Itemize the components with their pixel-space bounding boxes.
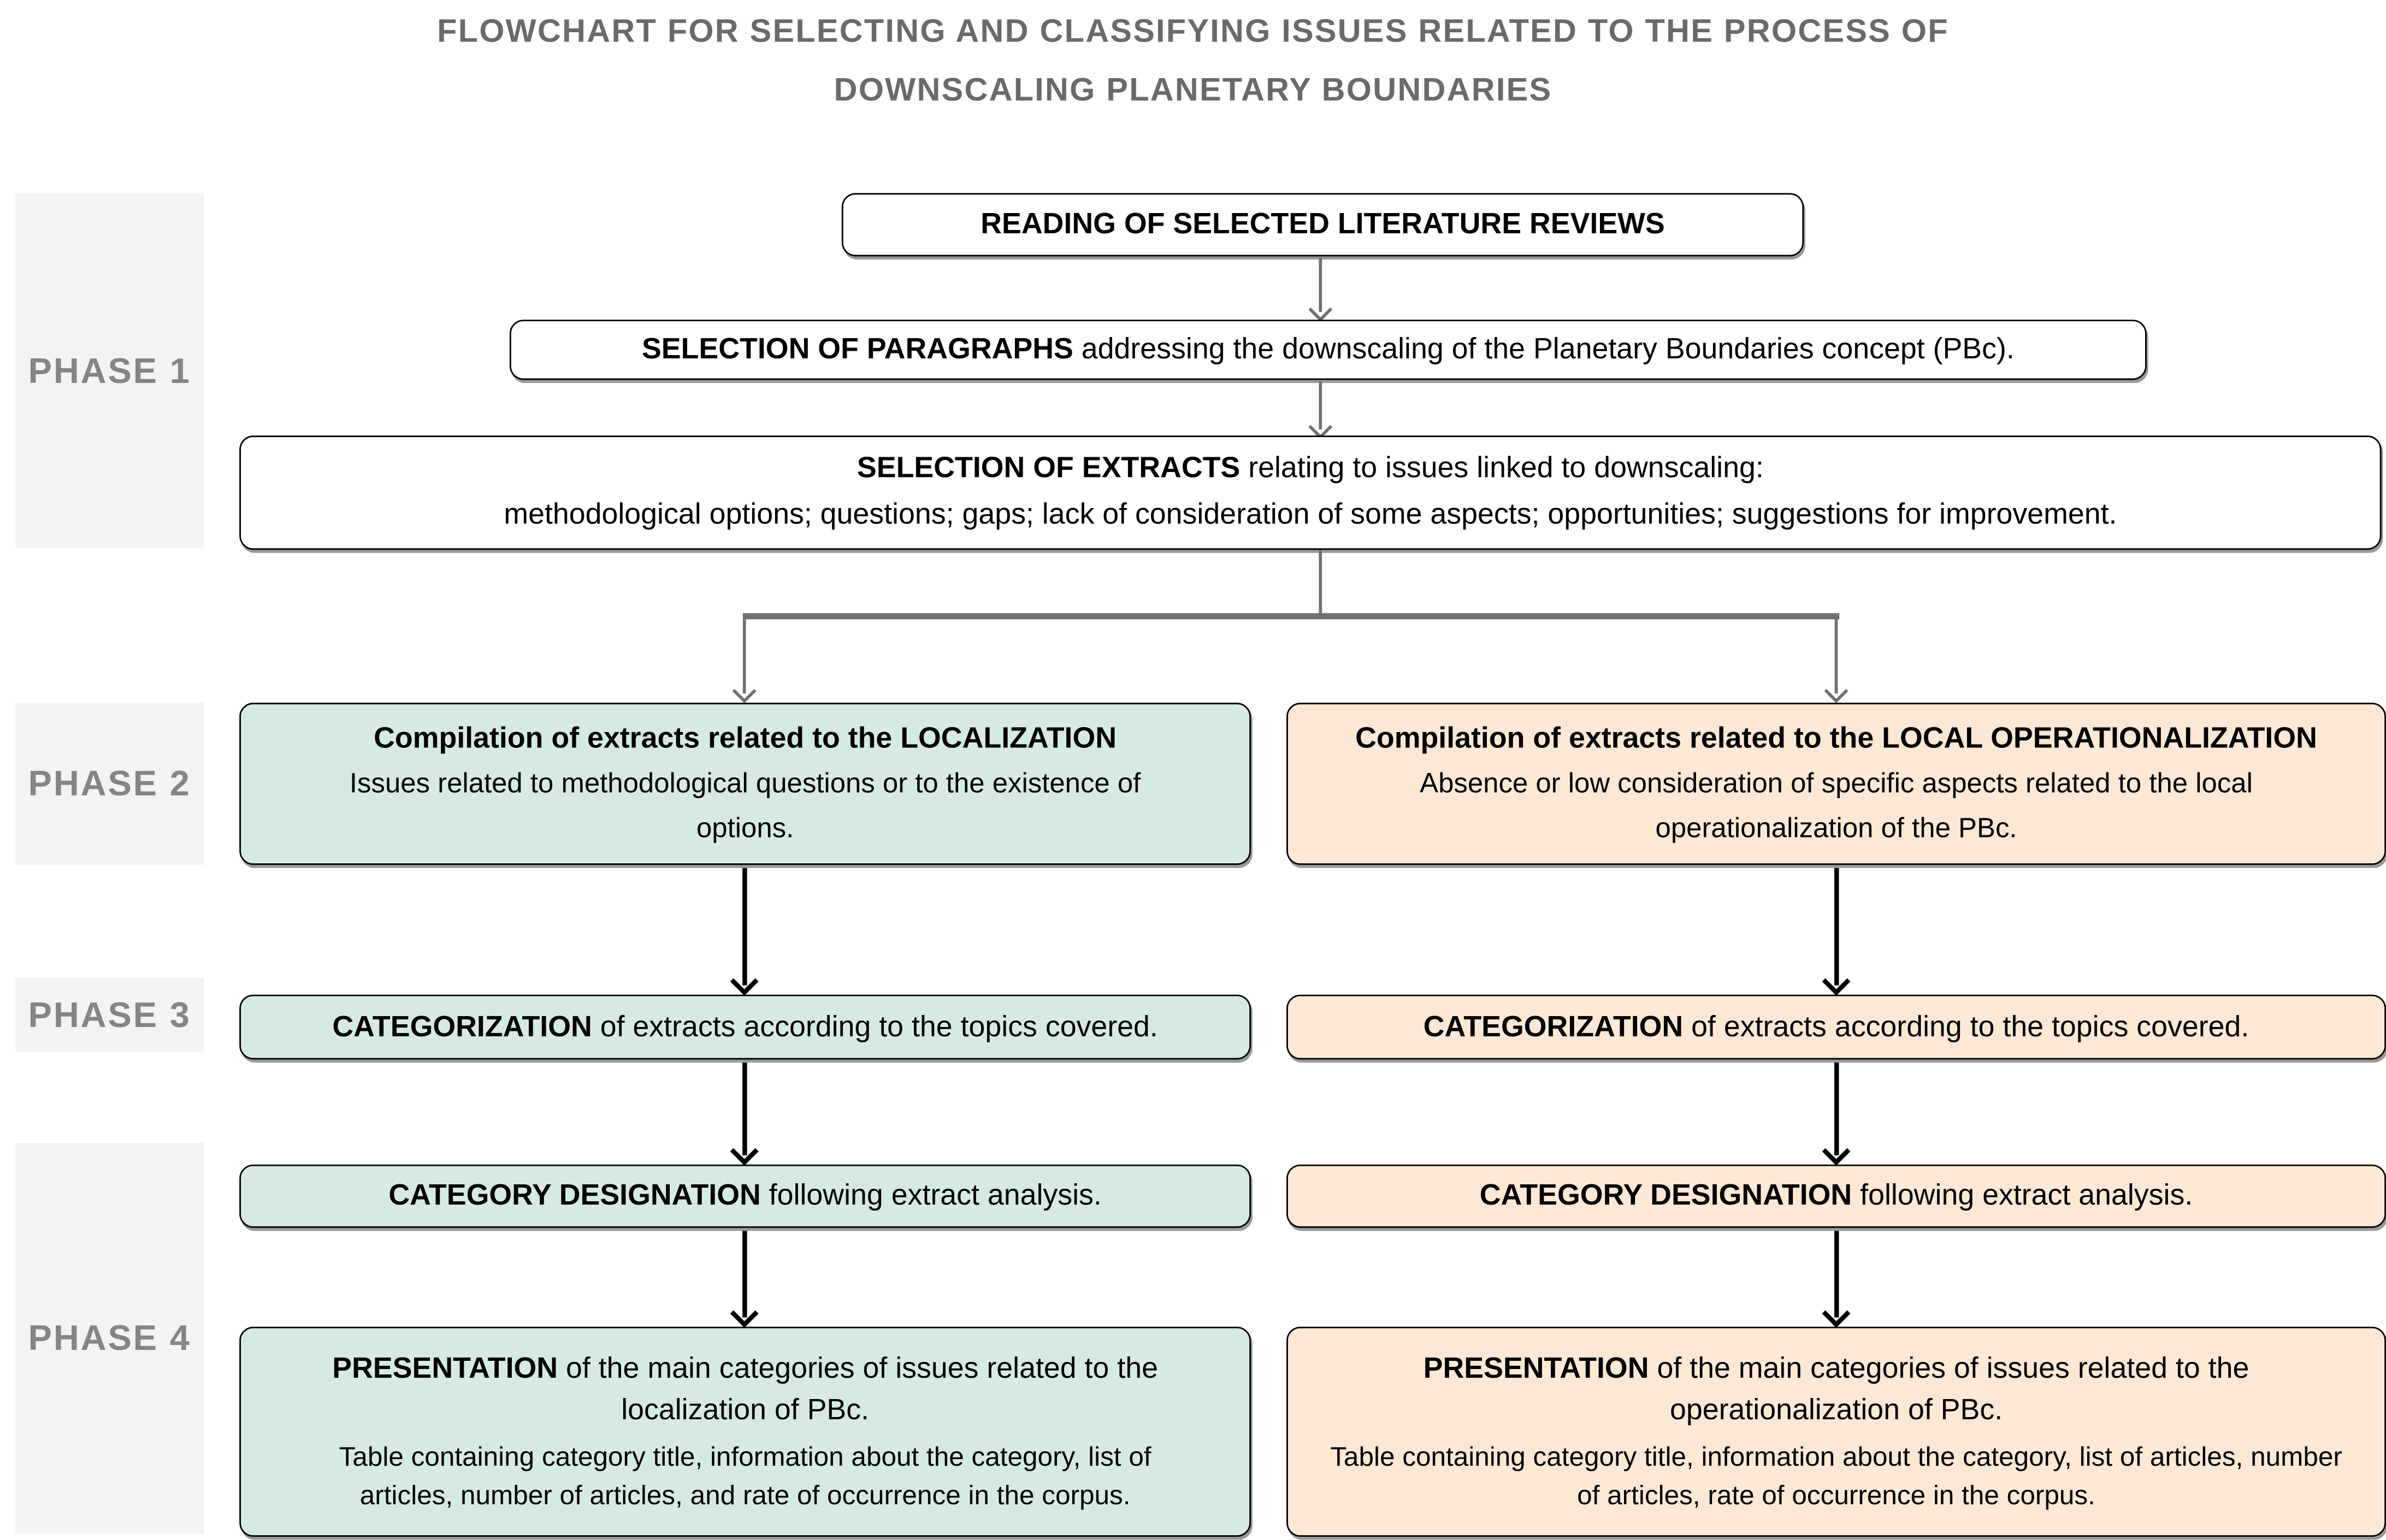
arrow-head-icon (1822, 1299, 1851, 1328)
phase-1-label: PHASE 1 (15, 193, 204, 548)
compilation-localization-box: Compilation of extracts related to the L… (239, 703, 1251, 865)
presentation-operationalization-desc: Table containing category title, informa… (1330, 1441, 2342, 1511)
down-arrow-black (729, 1063, 760, 1166)
arrow-line (742, 1063, 747, 1155)
compilation-localization-heading: Compilation of extracts related to the L… (374, 723, 1117, 756)
paragraph-selection-text: SELECTION OF PARAGRAPHS addressing the d… (641, 333, 2015, 367)
arrow-head-icon (730, 1137, 759, 1166)
presentation-localization-heading: PRESENTATION of the main categories of i… (332, 1353, 1158, 1427)
arrow-head-icon (730, 1299, 759, 1328)
down-arrow-black (1821, 1231, 1852, 1328)
compilation-operationalization-box: Compilation of extracts related to the L… (1286, 703, 2386, 865)
arrow-head-icon (732, 679, 757, 704)
designation-localization-box: CATEGORY DESIGNATION following extract a… (239, 1164, 1251, 1228)
arrow-line (1834, 619, 1838, 694)
arrow-line (1834, 1231, 1839, 1318)
page-title: FLOWCHART FOR SELECTING AND CLASSIFYING … (0, 3, 2386, 121)
extract-selection-box: SELECTION OF EXTRACTS relating to issues… (239, 435, 2382, 550)
presentation-localization-box: PRESENTATION of the main categories of i… (239, 1326, 1251, 1537)
page-title-line1: FLOWCHART FOR SELECTING AND CLASSIFYING … (437, 14, 1949, 50)
presentation-operationalization-box: PRESENTATION of the main categories of i… (1286, 1326, 2386, 1537)
page-title-line2: DOWNSCALING PLANETARY BOUNDARIES (834, 72, 1552, 108)
phase-4-label: PHASE 4 (15, 1143, 204, 1534)
categorization-localization-box: CATEGORIZATION of extracts according to … (239, 994, 1251, 1060)
arrow-head-icon (1824, 679, 1848, 704)
down-arrow-gray (1821, 619, 1852, 704)
down-arrow-gray (1305, 258, 1336, 322)
arrow-line (1319, 258, 1322, 312)
categorization-operationalization-text: CATEGORIZATION of extracts according to … (1423, 1011, 2249, 1043)
categorization-operationalization-box: CATEGORIZATION of extracts according to … (1286, 994, 2386, 1060)
designation-localization-text: CATEGORY DESIGNATION following extract a… (388, 1179, 1102, 1213)
compilation-operationalization-heading: Compilation of extracts related to the L… (1355, 723, 2317, 756)
arrow-head-icon (1822, 1137, 1851, 1166)
down-arrow-black (1821, 1063, 1852, 1166)
designation-operationalization-box: CATEGORY DESIGNATION following extract a… (1286, 1164, 2386, 1228)
compilation-operationalization-desc: Absence or low consideration of specific… (1420, 768, 2253, 843)
down-arrow-black (729, 1231, 760, 1328)
split-connector-bar (742, 613, 1840, 619)
arrow-line (742, 868, 747, 986)
arrow-head-icon (1822, 967, 1851, 996)
phase-3-label: PHASE 3 (15, 977, 204, 1052)
reading-box-text: READING OF SELECTED LITERATURE REVIEWS (981, 208, 1665, 241)
presentation-operationalization-heading: PRESENTATION of the main categories of i… (1423, 1353, 2249, 1427)
down-arrow-gray (729, 619, 760, 704)
paragraph-selection-box: SELECTION OF PARAGRAPHS addressing the d… (509, 320, 2147, 380)
extract-selection-line2: methodological options; questions; gaps;… (504, 499, 2117, 532)
down-arrow-black (1821, 868, 1852, 996)
categorization-localization-text: CATEGORIZATION of extracts according to … (332, 1011, 1158, 1043)
split-connector-stem (1319, 550, 1322, 615)
arrow-head-icon (730, 967, 759, 996)
reading-box: READING OF SELECTED LITERATURE REVIEWS (841, 193, 1804, 257)
arrow-line (742, 619, 746, 694)
compilation-localization-desc: Issues related to methodological questio… (349, 768, 1141, 843)
arrow-head-icon (1308, 297, 1333, 322)
arrow-line (742, 1231, 747, 1318)
designation-operationalization-text: CATEGORY DESIGNATION following extract a… (1479, 1179, 2193, 1213)
arrow-line (1319, 381, 1322, 429)
extract-selection-line1: SELECTION OF EXTRACTS relating to issues… (857, 452, 1764, 485)
arrow-line (1834, 1063, 1839, 1155)
presentation-localization-desc: Table containing category title, informa… (339, 1441, 1151, 1511)
arrow-line (1834, 868, 1839, 986)
phase-2-label: PHASE 2 (15, 703, 204, 865)
down-arrow-black (729, 868, 760, 996)
down-arrow-gray (1305, 381, 1336, 439)
